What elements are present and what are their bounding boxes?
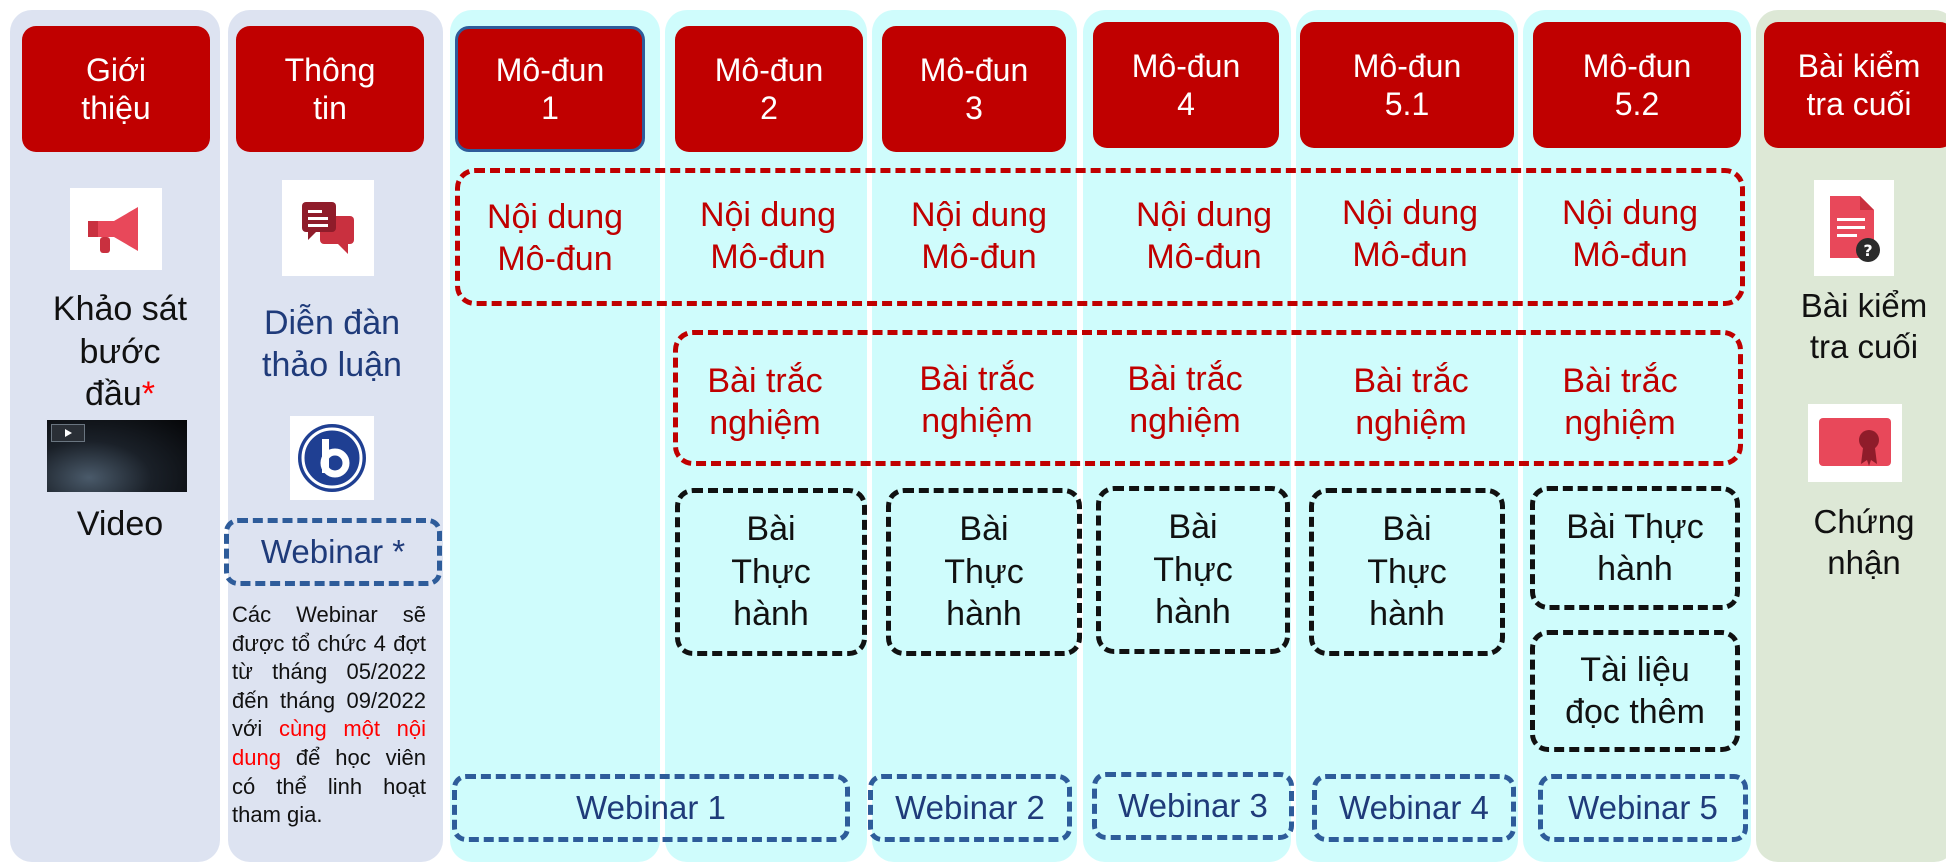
header-module-3[interactable]: Mô-đun 3: [882, 26, 1066, 152]
header-module-2[interactable]: Mô-đun 2: [675, 26, 863, 152]
module-52-content[interactable]: Nội dung Mô-đun: [1561, 193, 1699, 275]
module-51-content[interactable]: Nội dung Mô-đun: [1341, 193, 1479, 275]
final-test-label[interactable]: Bài kiểm tra cuối: [1800, 286, 1928, 365]
megaphone-icon[interactable]: [70, 188, 162, 270]
module-52-column: [1523, 10, 1751, 862]
webinar-1-box[interactable]: Webinar 1: [452, 774, 850, 842]
module-51-quiz[interactable]: Bài trắc nghiệm: [1353, 361, 1469, 443]
module-content-group: [455, 168, 1745, 306]
module-2-quiz[interactable]: Bài trắc nghiệm: [707, 361, 823, 443]
module-4-practice[interactable]: Bài Thực hành: [1096, 486, 1290, 654]
play-icon: [51, 424, 85, 442]
module-1-column: [450, 10, 660, 862]
module-51-column: [1296, 10, 1518, 862]
module-1-content[interactable]: Nội dung Mô-đun: [486, 197, 624, 279]
module-4-column: [1083, 10, 1291, 862]
module-2-content[interactable]: Nội dung Mô-đun: [699, 195, 837, 277]
webinar-4-box[interactable]: Webinar 4: [1312, 774, 1516, 842]
module-3-column: [872, 10, 1077, 862]
webinar-2-box[interactable]: Webinar 2: [868, 774, 1072, 842]
webinar-note: Các Webinar sẽ được tổ chức 4 đợt từ thá…: [232, 601, 426, 859]
quiz-group: [673, 330, 1743, 466]
webinar-note-suffix: để học viên có thể linh hoạt tham gia.: [232, 744, 426, 828]
header-final[interactable]: Bài kiểm tra cuối: [1764, 22, 1946, 148]
video-thumbnail-icon[interactable]: [47, 420, 187, 492]
module-52-practice[interactable]: Bài Thực hành: [1530, 486, 1740, 610]
bigbluebutton-icon[interactable]: [290, 416, 374, 500]
module-2-practice[interactable]: Bài Thực hành: [675, 488, 867, 656]
header-intro[interactable]: Giới thiệu: [22, 26, 210, 152]
header-module-4[interactable]: Mô-đun 4: [1093, 22, 1279, 148]
certificate-label[interactable]: Chứng nhận: [1813, 502, 1915, 581]
module-2-column: [665, 10, 867, 862]
video-label[interactable]: Video: [76, 504, 164, 543]
certificate-icon[interactable]: [1808, 404, 1902, 482]
module-51-practice[interactable]: Bài Thực hành: [1309, 488, 1505, 656]
webinar-5-box[interactable]: Webinar 5: [1538, 774, 1748, 842]
webinar-note-highlight: cùng một nội dung: [232, 716, 426, 770]
header-module-52[interactable]: Mô-đun 5.2: [1533, 22, 1741, 148]
webinar-3-box[interactable]: Webinar 3: [1092, 772, 1294, 840]
module-3-practice[interactable]: Bài Thực hành: [886, 488, 1082, 656]
required-asterisk: *: [141, 375, 155, 414]
header-info[interactable]: Thông tin: [236, 26, 424, 152]
webinar-info-box[interactable]: Webinar *: [224, 518, 442, 586]
header-module-1[interactable]: Mô-đun 1: [455, 26, 645, 152]
document-question-icon[interactable]: ?: [1814, 180, 1894, 276]
module-4-content[interactable]: Nội dung Mô-đun: [1135, 195, 1273, 277]
module-3-content[interactable]: Nội dung Mô-đun: [910, 195, 1048, 277]
survey-label[interactable]: Khảo sát bước đầu*: [20, 286, 220, 418]
survey-label-text: Khảo sát bước đầu: [52, 290, 188, 414]
module-52-reading[interactable]: Tài liệu đọc thêm: [1530, 630, 1740, 752]
svg-text:?: ?: [1863, 241, 1872, 260]
chat-icon[interactable]: [282, 180, 374, 276]
module-4-quiz[interactable]: Bài trắc nghiệm: [1127, 359, 1243, 441]
header-module-51[interactable]: Mô-đun 5.1: [1300, 22, 1514, 148]
module-3-quiz[interactable]: Bài trắc nghiệm: [919, 359, 1035, 441]
module-52-quiz[interactable]: Bài trắc nghiệm: [1562, 361, 1678, 443]
webinar-note-prefix: Các Webinar sẽ được tổ chức 4 đợt từ thá…: [232, 602, 426, 742]
forum-label[interactable]: Diễn đàn thảo luận: [262, 303, 402, 385]
